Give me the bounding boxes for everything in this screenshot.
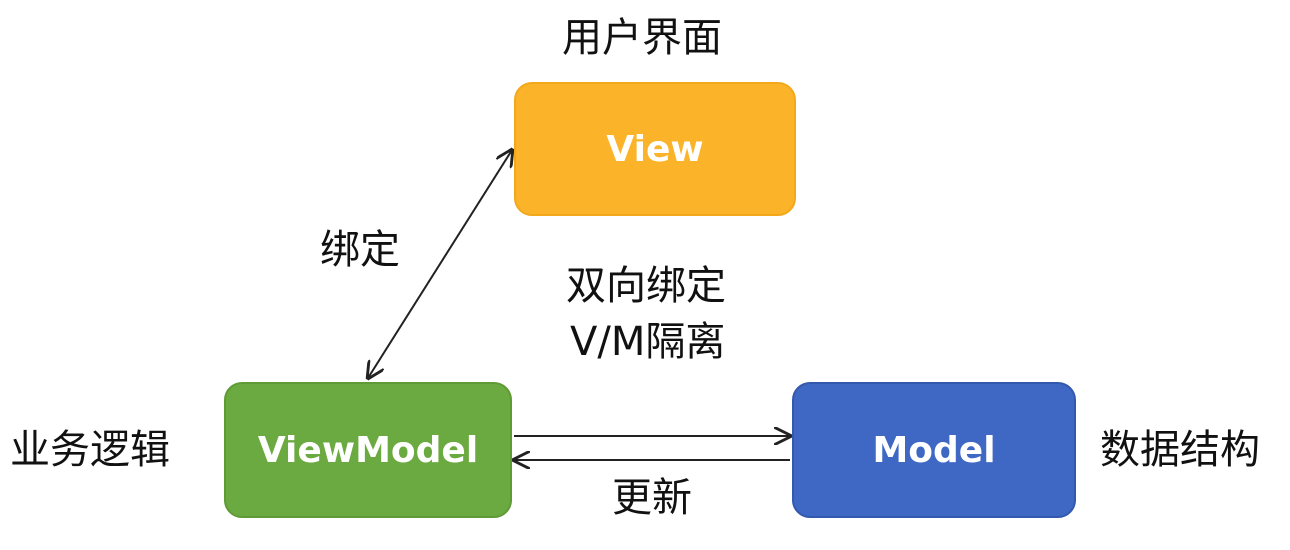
viewmodel-node-label: ViewModel [257,429,479,471]
view-node: View [514,82,796,216]
viewmodel-node: ViewModel [224,382,512,518]
view-node-label: View [606,128,704,170]
update-label: 更新 [612,475,692,521]
model-node-label: Model [872,429,996,471]
binding-arrow [368,150,512,378]
center-note-line1: 双向绑定 [566,263,726,309]
model-node: Model [792,382,1076,518]
model-caption: 数据结构 [1100,427,1260,473]
view-caption: 用户界面 [562,15,722,61]
viewmodel-caption: 业务逻辑 [10,427,170,473]
center-note-line2: V/M隔离 [570,319,726,365]
binding-label: 绑定 [320,227,400,273]
